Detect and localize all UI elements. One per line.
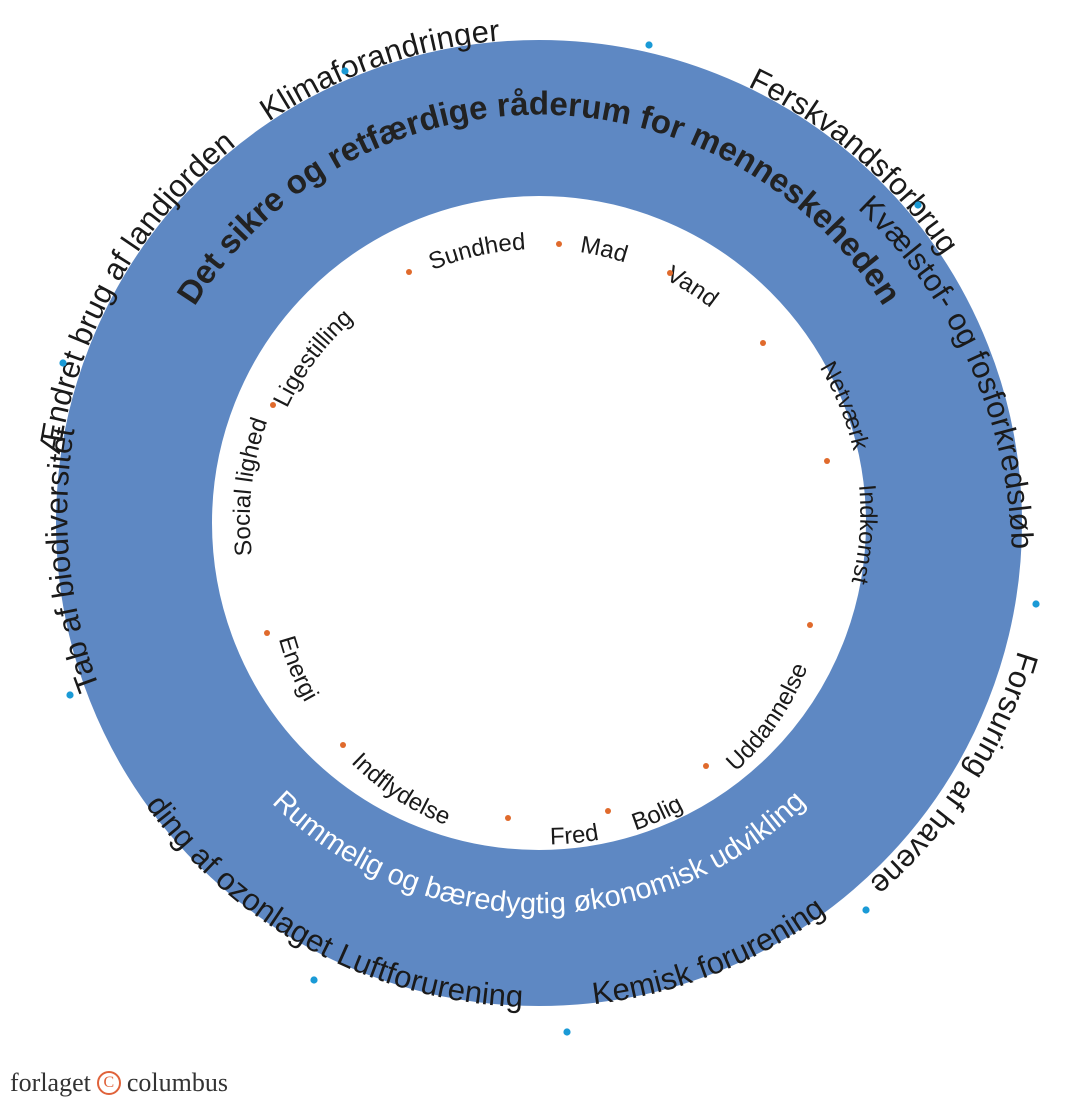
copyright-icon: C bbox=[96, 1071, 121, 1095]
sustainability-ring bbox=[56, 40, 1022, 1006]
inner-separator-dot bbox=[270, 402, 276, 408]
inner-separator-dot bbox=[807, 622, 813, 628]
outer-separator-dot bbox=[862, 906, 870, 914]
outer-separator-dots bbox=[59, 41, 1040, 1036]
inner-separator-dot bbox=[605, 808, 611, 814]
publisher-name-right: columbus bbox=[126, 1068, 228, 1097]
outer-separator-dot bbox=[914, 201, 922, 209]
inner-label-mad: Mad bbox=[578, 231, 630, 268]
inner-label-vand: Vand bbox=[662, 261, 723, 313]
inner-label-energi: Energi bbox=[273, 633, 324, 706]
inner-label-fred: Fred bbox=[549, 819, 600, 851]
inner-label-sundhed: Sundhed bbox=[425, 228, 526, 275]
inner-separator-dot bbox=[406, 269, 412, 275]
outer-separator-dot bbox=[341, 67, 349, 75]
inner-separator-dot bbox=[556, 241, 562, 247]
outer-separator-dot bbox=[59, 359, 67, 367]
inner-label-social-lighed: Social lighed bbox=[229, 414, 273, 557]
outer-separator-dot bbox=[563, 1028, 571, 1036]
outer-separator-dot bbox=[645, 41, 653, 49]
inner-separator-dot bbox=[703, 763, 709, 769]
publisher-name-left: forlaget bbox=[10, 1068, 91, 1097]
inner-separator-dot bbox=[760, 340, 766, 346]
outer-separator-dot bbox=[66, 691, 74, 699]
outer-separator-dot bbox=[310, 976, 318, 984]
inner-separator-dot bbox=[340, 742, 346, 748]
outer-separator-dot bbox=[1032, 600, 1040, 608]
inner-separator-dot bbox=[505, 815, 511, 821]
publisher-logo: forlaget C columbus bbox=[10, 1068, 228, 1098]
inner-separator-dot bbox=[824, 458, 830, 464]
inner-separator-dot bbox=[264, 630, 270, 636]
inner-separator-dots bbox=[264, 241, 830, 821]
inner-separator-dot bbox=[667, 270, 673, 276]
